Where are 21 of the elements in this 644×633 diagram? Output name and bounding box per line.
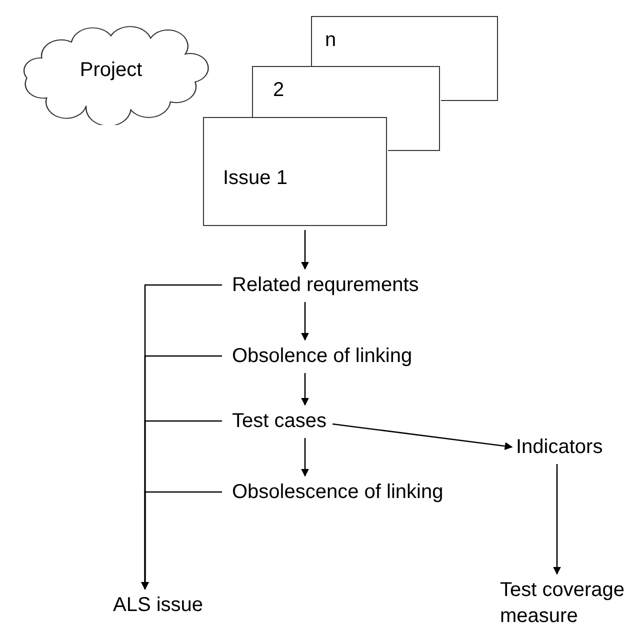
node-label: Project: [80, 58, 142, 83]
step-label: Indicators: [516, 434, 603, 460]
arrow: [332, 423, 513, 450]
node-label: Issue 1: [223, 166, 288, 191]
issue-card: [203, 117, 387, 226]
step-label: Test coverage measure: [500, 577, 642, 629]
issue-card: [252, 66, 440, 117]
arrow: [301, 373, 309, 406]
step-label: Obsolence of linking: [232, 343, 412, 369]
node-label: 2: [273, 78, 286, 103]
step-label: Obsolescence of linking: [232, 479, 444, 505]
step-label: Related requrements: [232, 272, 419, 298]
arrow: [301, 438, 309, 477]
arrow: [301, 302, 309, 341]
node-label: n: [325, 28, 338, 53]
issue-card: [311, 16, 498, 66]
arrow: [141, 491, 222, 590]
step-label: ALS issue: [113, 592, 204, 618]
arrow: [553, 464, 561, 575]
step-label: Test cases: [232, 408, 326, 434]
arrow: [301, 230, 309, 270]
